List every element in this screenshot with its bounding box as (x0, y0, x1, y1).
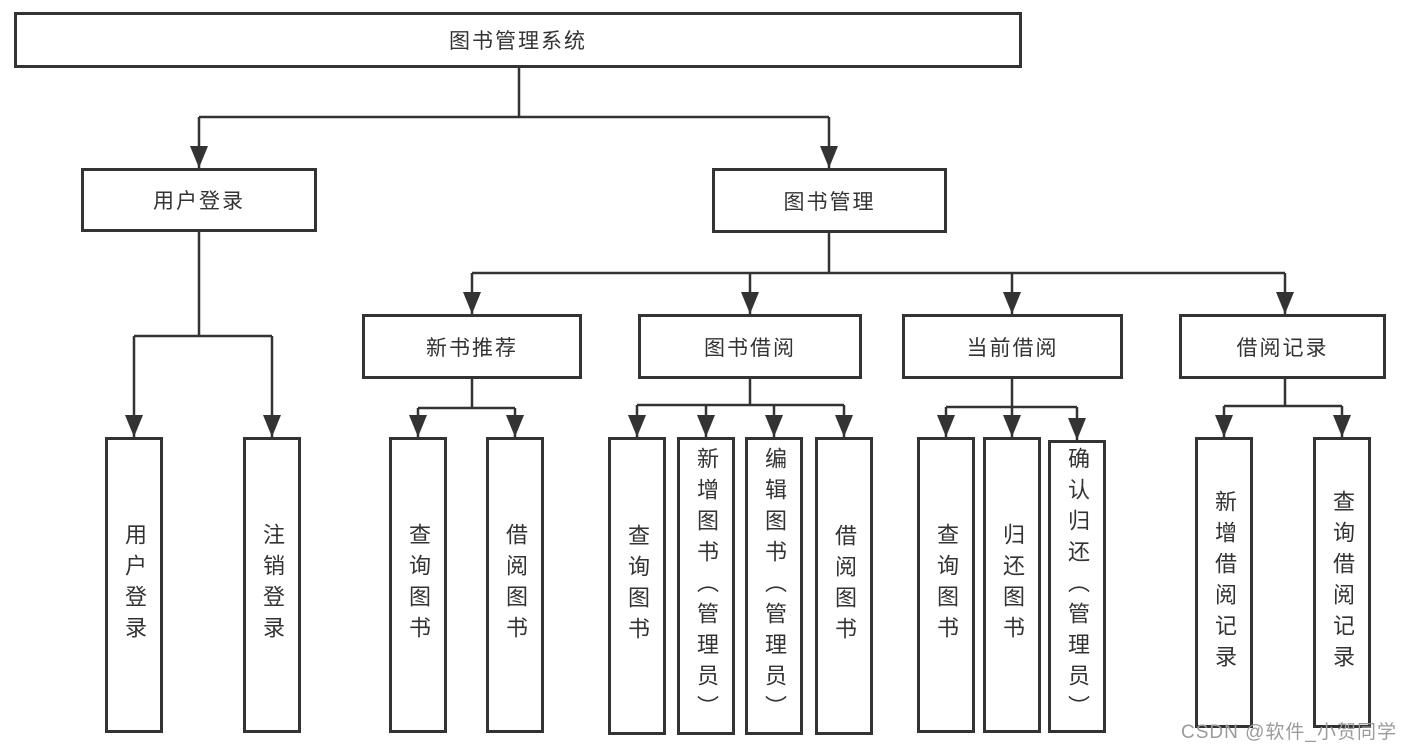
arrow-icon (835, 415, 853, 437)
leaf-query-books-current: 查询图书 (917, 437, 975, 733)
arrow-icon (1003, 292, 1021, 314)
arrow-icon (263, 415, 281, 437)
arrow-icon (190, 146, 208, 168)
arrow-icon (1215, 415, 1233, 437)
node-borrow-records: 借阅记录 (1179, 314, 1386, 379)
arrowheads (125, 146, 1351, 440)
arrow-icon (463, 292, 481, 314)
node-book-borrow: 图书借阅 (638, 314, 862, 379)
node-root-library-management-system: 图书管理系统 (14, 12, 1022, 68)
arrow-icon (741, 292, 759, 314)
connector-path (132, 68, 1344, 440)
leaf-query-books-borrow: 查询图书 (608, 437, 666, 735)
leaf-confirm-return-admin: 确认归还（管理员） (1048, 440, 1106, 733)
arrow-icon (937, 415, 955, 437)
arrow-icon (1276, 292, 1294, 314)
node-new-book-recommend: 新书推荐 (362, 314, 582, 379)
leaf-add-book-admin: 新增图书（管理员） (677, 437, 735, 735)
arrow-icon (820, 146, 838, 168)
node-current-borrow: 当前借阅 (902, 314, 1123, 379)
leaf-query-books-recommend: 查询图书 (389, 437, 447, 733)
arrow-icon (697, 415, 715, 437)
leaf-add-borrow-record: 新增借阅记录 (1195, 437, 1253, 728)
arrow-icon (506, 415, 524, 437)
leaf-query-borrow-record: 查询借阅记录 (1313, 437, 1371, 728)
arrow-icon (125, 415, 143, 437)
leaf-logout: 注销登录 (243, 437, 301, 733)
arrow-icon (765, 415, 783, 437)
leaf-borrow-books-recommend: 借阅图书 (486, 437, 544, 733)
arrow-icon (1003, 415, 1021, 437)
leaf-edit-book-admin: 编辑图书（管理员） (745, 437, 803, 735)
leaf-borrow-books: 借阅图书 (815, 437, 873, 735)
leaf-return-book: 归还图书 (983, 437, 1041, 733)
arrow-icon (409, 415, 427, 437)
csdn-watermark: CSDN @软件_小贺同学 (1181, 722, 1397, 743)
arrow-icon (1333, 415, 1351, 437)
arrow-icon (628, 415, 646, 437)
leaf-user-login: 用户登录 (105, 437, 163, 733)
node-book-management: 图书管理 (712, 168, 947, 233)
node-user-login: 用户登录 (81, 168, 317, 232)
arrow-icon (1068, 418, 1086, 440)
